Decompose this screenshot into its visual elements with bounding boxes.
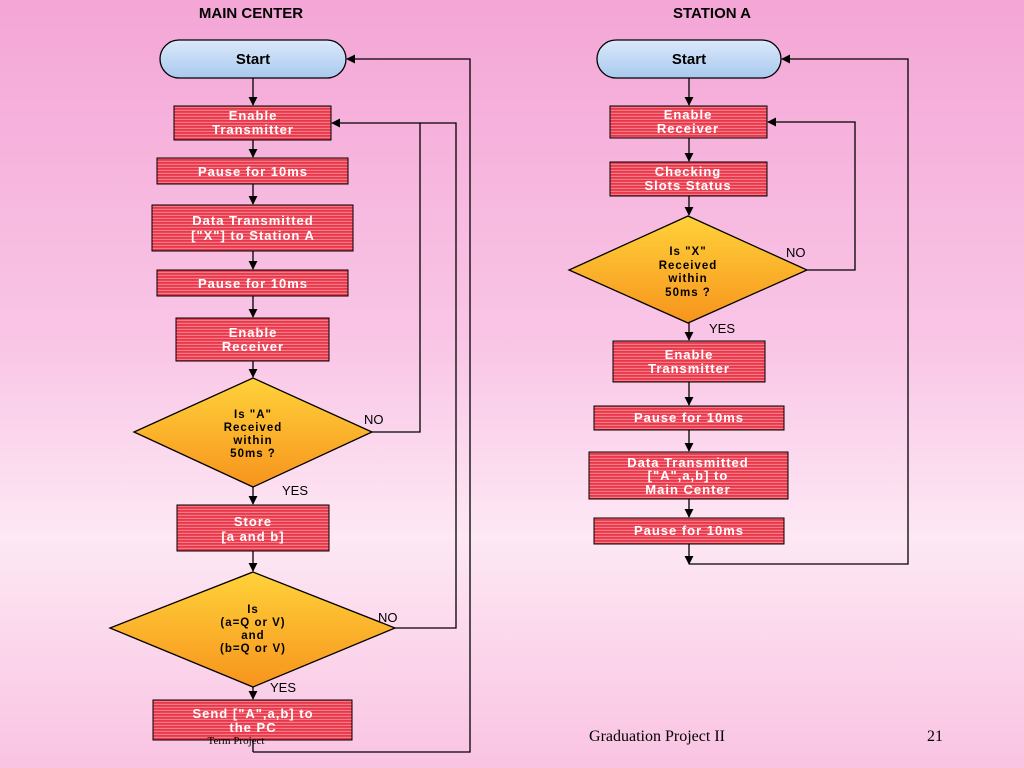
sa-checking-line2: Slots Status bbox=[644, 178, 731, 193]
sa-checking-slots-box: Checking Slots Status bbox=[609, 161, 768, 197]
mc-enable-receiver-line1: Enable bbox=[229, 325, 278, 340]
mc-connectors bbox=[248, 54, 471, 753]
sa-decision-yes-label: YES bbox=[709, 321, 735, 336]
footer-left-text: Term Project bbox=[208, 735, 265, 747]
mc-pause-box-2: Pause for 10ms bbox=[156, 269, 349, 297]
mc-start-label: Start bbox=[236, 51, 270, 68]
mc-decision2-no-label: NO bbox=[378, 610, 398, 625]
sa-checking-line1: Checking bbox=[655, 164, 722, 179]
mc-pause-1-label: Pause for 10ms bbox=[198, 164, 308, 179]
sa-decision-line2: Received bbox=[659, 260, 718, 272]
sa-enable-transmitter-line1: Enable bbox=[665, 347, 714, 362]
sa-data-transmitted-box: Data Transmitted ["A",a,b] to Main Cente… bbox=[588, 451, 789, 500]
mc-send-line2: the PC bbox=[229, 720, 276, 735]
mc-decision-a-received: Is "A" Received within 50ms ? bbox=[132, 377, 374, 488]
sa-connectors bbox=[684, 54, 909, 565]
mc-decision1-line2: Received bbox=[224, 422, 283, 434]
sa-enable-receiver-line2: Receiver bbox=[657, 121, 719, 136]
mc-decision2-line1: Is bbox=[247, 604, 259, 616]
sa-data-transmitted-line3: Main Center bbox=[645, 482, 730, 497]
mc-decision2-yes-label: YES bbox=[270, 680, 296, 695]
mc-store-line1: Store bbox=[234, 514, 272, 529]
mc-send-to-pc-box: Send ["A",a,b] to the PC bbox=[152, 699, 353, 741]
mc-decision2-line4: (b=Q or V) bbox=[220, 643, 286, 655]
station-a-title: STATION A bbox=[673, 5, 751, 22]
mc-data-transmitted-line2: ["X"] to Station A bbox=[191, 228, 315, 243]
sa-decision-no-label: NO bbox=[786, 245, 806, 260]
sa-data-transmitted-line2: ["A",a,b] to bbox=[648, 468, 729, 483]
mc-data-transmitted-line1: Data Transmitted bbox=[192, 213, 313, 228]
mc-decision1-line4: 50ms ? bbox=[230, 448, 276, 460]
mc-enable-receiver-line2: Receiver bbox=[222, 339, 284, 354]
mc-enable-transmitter-line1: Enable bbox=[229, 108, 278, 123]
sa-decision-line4: 50ms ? bbox=[665, 287, 711, 299]
mc-decision1-yes-label: YES bbox=[282, 483, 308, 498]
sa-start-label: Start bbox=[672, 51, 706, 68]
mc-decision-values-valid: Is (a=Q or V) and (b=Q or V) bbox=[108, 571, 397, 688]
mc-enable-transmitter-line2: Transmitter bbox=[212, 122, 294, 137]
sa-pause-1-label: Pause for 10ms bbox=[634, 410, 744, 425]
footer-center-text: Graduation Project II bbox=[589, 728, 725, 745]
sa-enable-receiver-line1: Enable bbox=[664, 107, 713, 122]
sa-pause-box-2: Pause for 10ms bbox=[593, 517, 785, 545]
mc-decision2-line2: (a=Q or V) bbox=[220, 617, 285, 629]
sa-decision-line3: within bbox=[667, 273, 707, 285]
mc-decision2-line3: and bbox=[241, 630, 264, 642]
sa-decision-line1: Is "X" bbox=[669, 246, 706, 258]
mc-pause-2-label: Pause for 10ms bbox=[198, 276, 308, 291]
station-a-flow: Start Enable Receiver Checking Slots Sta… bbox=[567, 39, 909, 565]
mc-pause-box-1: Pause for 10ms bbox=[156, 157, 349, 185]
mc-decision1-line3: within bbox=[232, 435, 272, 447]
main-center-flow: Start Enable Transmitter Pause for 10ms … bbox=[108, 39, 471, 753]
mc-decision1-line1: Is "A" bbox=[234, 409, 272, 421]
sa-decision-x-received: Is "X" Received within 50ms ? bbox=[567, 215, 809, 324]
mc-start-terminal: Start bbox=[159, 39, 347, 79]
sa-data-transmitted-line1: Data Transmitted bbox=[627, 455, 748, 470]
sa-enable-receiver-box: Enable Receiver bbox=[609, 105, 768, 139]
sa-pause-box-1: Pause for 10ms bbox=[593, 405, 785, 431]
sa-enable-transmitter-box: Enable Transmitter bbox=[612, 340, 766, 383]
main-center-title: MAIN CENTER bbox=[199, 5, 303, 22]
mc-store-line2: [a and b] bbox=[221, 529, 284, 544]
mc-data-transmitted-box: Data Transmitted ["X"] to Station A bbox=[151, 204, 354, 252]
mc-decision1-no-label: NO bbox=[364, 412, 384, 427]
mc-enable-transmitter-box: Enable Transmitter bbox=[173, 105, 332, 141]
sa-start-terminal: Start bbox=[596, 39, 782, 79]
mc-send-line1: Send ["A",a,b] to bbox=[192, 706, 313, 721]
mc-enable-receiver-box: Enable Receiver bbox=[175, 317, 330, 362]
mc-store-box: Store [a and b] bbox=[176, 504, 330, 552]
sa-enable-transmitter-line2: Transmitter bbox=[648, 361, 730, 376]
sa-pause-2-label: Pause for 10ms bbox=[634, 523, 744, 538]
footer-page-number: 21 bbox=[927, 728, 943, 745]
